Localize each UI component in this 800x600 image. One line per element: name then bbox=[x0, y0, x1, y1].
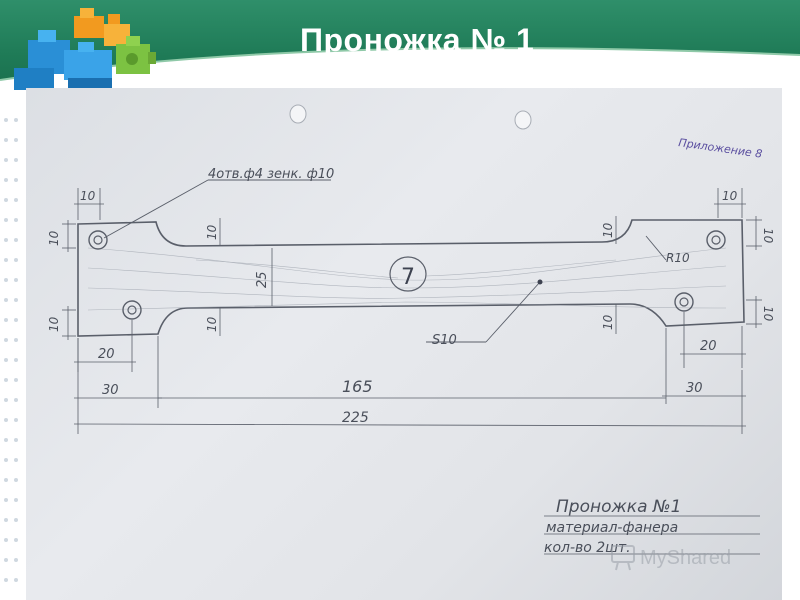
mounting-hole bbox=[122, 300, 142, 320]
technical-drawing: 7 4отв.ф4 зенк. ф10 Приложение 8 R10 S10 bbox=[47, 104, 775, 556]
dim-middle-length: 165 bbox=[342, 377, 373, 396]
dim-total-length: 225 bbox=[342, 410, 369, 426]
title-block-quantity: кол-во 2шт. bbox=[544, 540, 631, 556]
dim-inner-left-top: 10 bbox=[205, 224, 219, 240]
mounting-hole bbox=[706, 230, 726, 250]
dim-right-top-width: 10 bbox=[722, 189, 738, 203]
dim-right-end-length: 30 bbox=[686, 381, 703, 396]
dim-left-end-length: 30 bbox=[102, 383, 119, 398]
punch-hole bbox=[289, 104, 307, 124]
dim-inner-left-bottom: 10 bbox=[205, 316, 219, 332]
leader-dot bbox=[537, 279, 543, 285]
dim-left-height-top: 10 bbox=[47, 230, 61, 246]
puzzle-cubes-logo bbox=[14, 8, 156, 92]
dim-right-height-top: 10 bbox=[761, 228, 775, 244]
mounting-hole bbox=[88, 230, 108, 250]
part-number: 7 bbox=[401, 265, 415, 290]
leader-line bbox=[103, 179, 209, 239]
thickness-label: S10 bbox=[432, 333, 457, 348]
hole-note: 4отв.ф4 зенк. ф10 bbox=[208, 167, 334, 182]
radius-label: R10 bbox=[666, 251, 690, 265]
dim-right-height-bottom: 10 bbox=[761, 306, 775, 322]
leader-line bbox=[645, 235, 667, 261]
slide-title: Проножка № 1 bbox=[300, 22, 535, 58]
leader-line bbox=[485, 281, 541, 343]
wood-grain bbox=[87, 247, 727, 311]
dim-inner-right-bottom: 10 bbox=[601, 314, 615, 330]
myshared-watermark: MyShared bbox=[611, 545, 731, 571]
appendix-note: Приложение 8 bbox=[678, 136, 763, 161]
dim-inner-right-top: 10 bbox=[601, 222, 615, 238]
part-outline bbox=[77, 219, 745, 337]
decorative-dot-grid bbox=[4, 118, 18, 582]
part-number-circle bbox=[389, 256, 427, 292]
dim-right-hole-offset: 20 bbox=[700, 339, 717, 354]
title-block-material: материал-фанера bbox=[546, 520, 678, 536]
title-block-name: Проножка №1 bbox=[556, 497, 681, 517]
drawing-photo: 7 4отв.ф4 зенк. ф10 Приложение 8 R10 S10 bbox=[26, 88, 782, 600]
dim-left-top-width: 10 bbox=[80, 189, 96, 203]
punch-hole bbox=[514, 110, 532, 130]
dim-left-height-bottom: 10 bbox=[47, 316, 61, 332]
dim-left-hole-offset: 20 bbox=[98, 347, 115, 362]
watermark-brand: MyShared bbox=[640, 547, 731, 569]
mounting-hole bbox=[674, 292, 694, 312]
dim-center-height: 25 bbox=[255, 271, 270, 288]
